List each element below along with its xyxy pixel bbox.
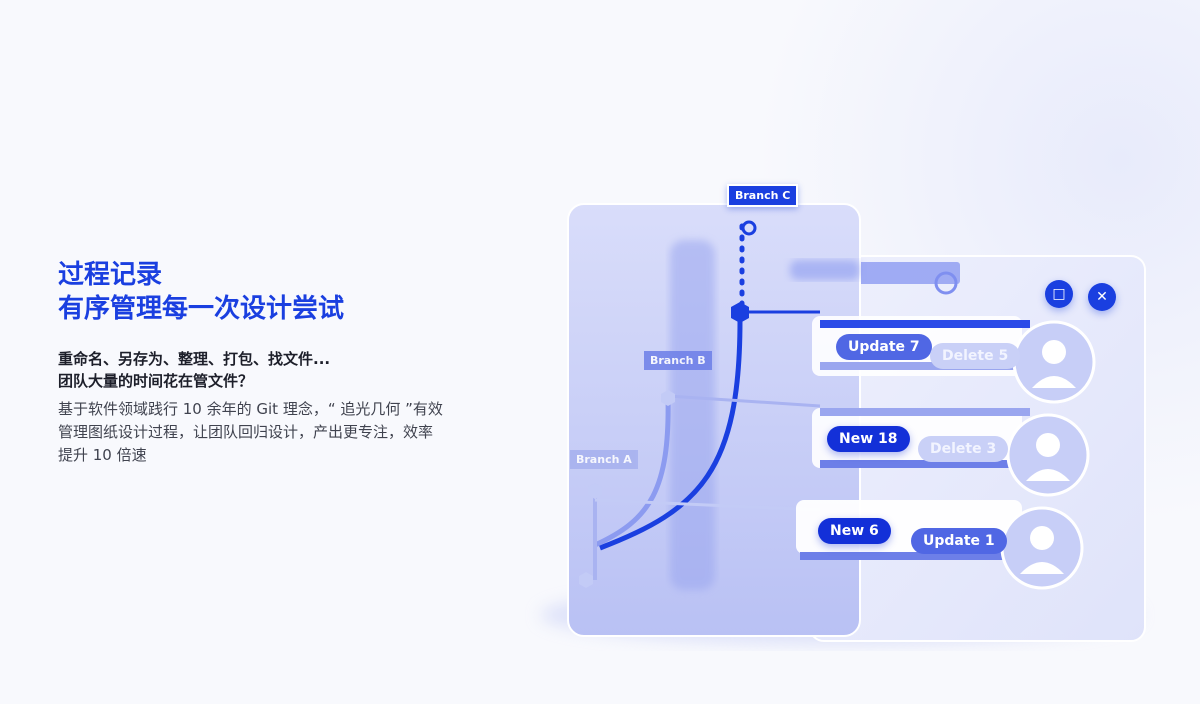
avatar-1 [1012,320,1096,404]
row1-left-pill: Update 7 [836,334,932,360]
feature-title-line1: 过程记录 [58,260,163,290]
version-control-illustration: Branch C Branch B Branch A □ ✕ Update 7 … [520,170,1160,670]
feature-description: 基于软件领域践行 10 余年的 Git 理念，“ 追光几何 ”有效管理图纸设计过… [58,400,443,464]
feature-subtitle-line2: 团队大量的时间花在管文件？ [58,372,254,390]
row2-right-pill: Delete 3 [918,436,1009,462]
illustration-graphic [540,203,1146,645]
feature-title-line2: 有序管理每一次设计尝试 [58,294,345,324]
window-close-button: ✕ [1088,283,1116,311]
feature-text: 过程记录 有序管理每一次设计尝试 重命名、另存为、整理、打包、找文件... 团队… [58,258,458,467]
row3-left-pill: New 6 [818,518,891,544]
feature-subtitle-line1: 重命名、另存为、整理、打包、找文件... [58,350,331,368]
branch-b-tag: Branch B [644,351,712,370]
row1-right-pill: Delete 5 [930,343,1021,369]
branch-c-tag: Branch C [727,184,799,207]
branch-a-tag: Branch A [570,450,638,469]
row3-right-pill: Update 1 [911,528,1007,554]
avatar-3 [1000,506,1084,590]
feature-title: 过程记录 有序管理每一次设计尝试 [58,258,458,326]
avatar-2 [1006,413,1090,497]
row2-left-pill: New 18 [827,426,910,452]
window-maximize-button: □ [1045,280,1073,308]
feature-subtitle: 重命名、另存为、整理、打包、找文件... 团队大量的时间花在管文件？ [58,348,458,392]
